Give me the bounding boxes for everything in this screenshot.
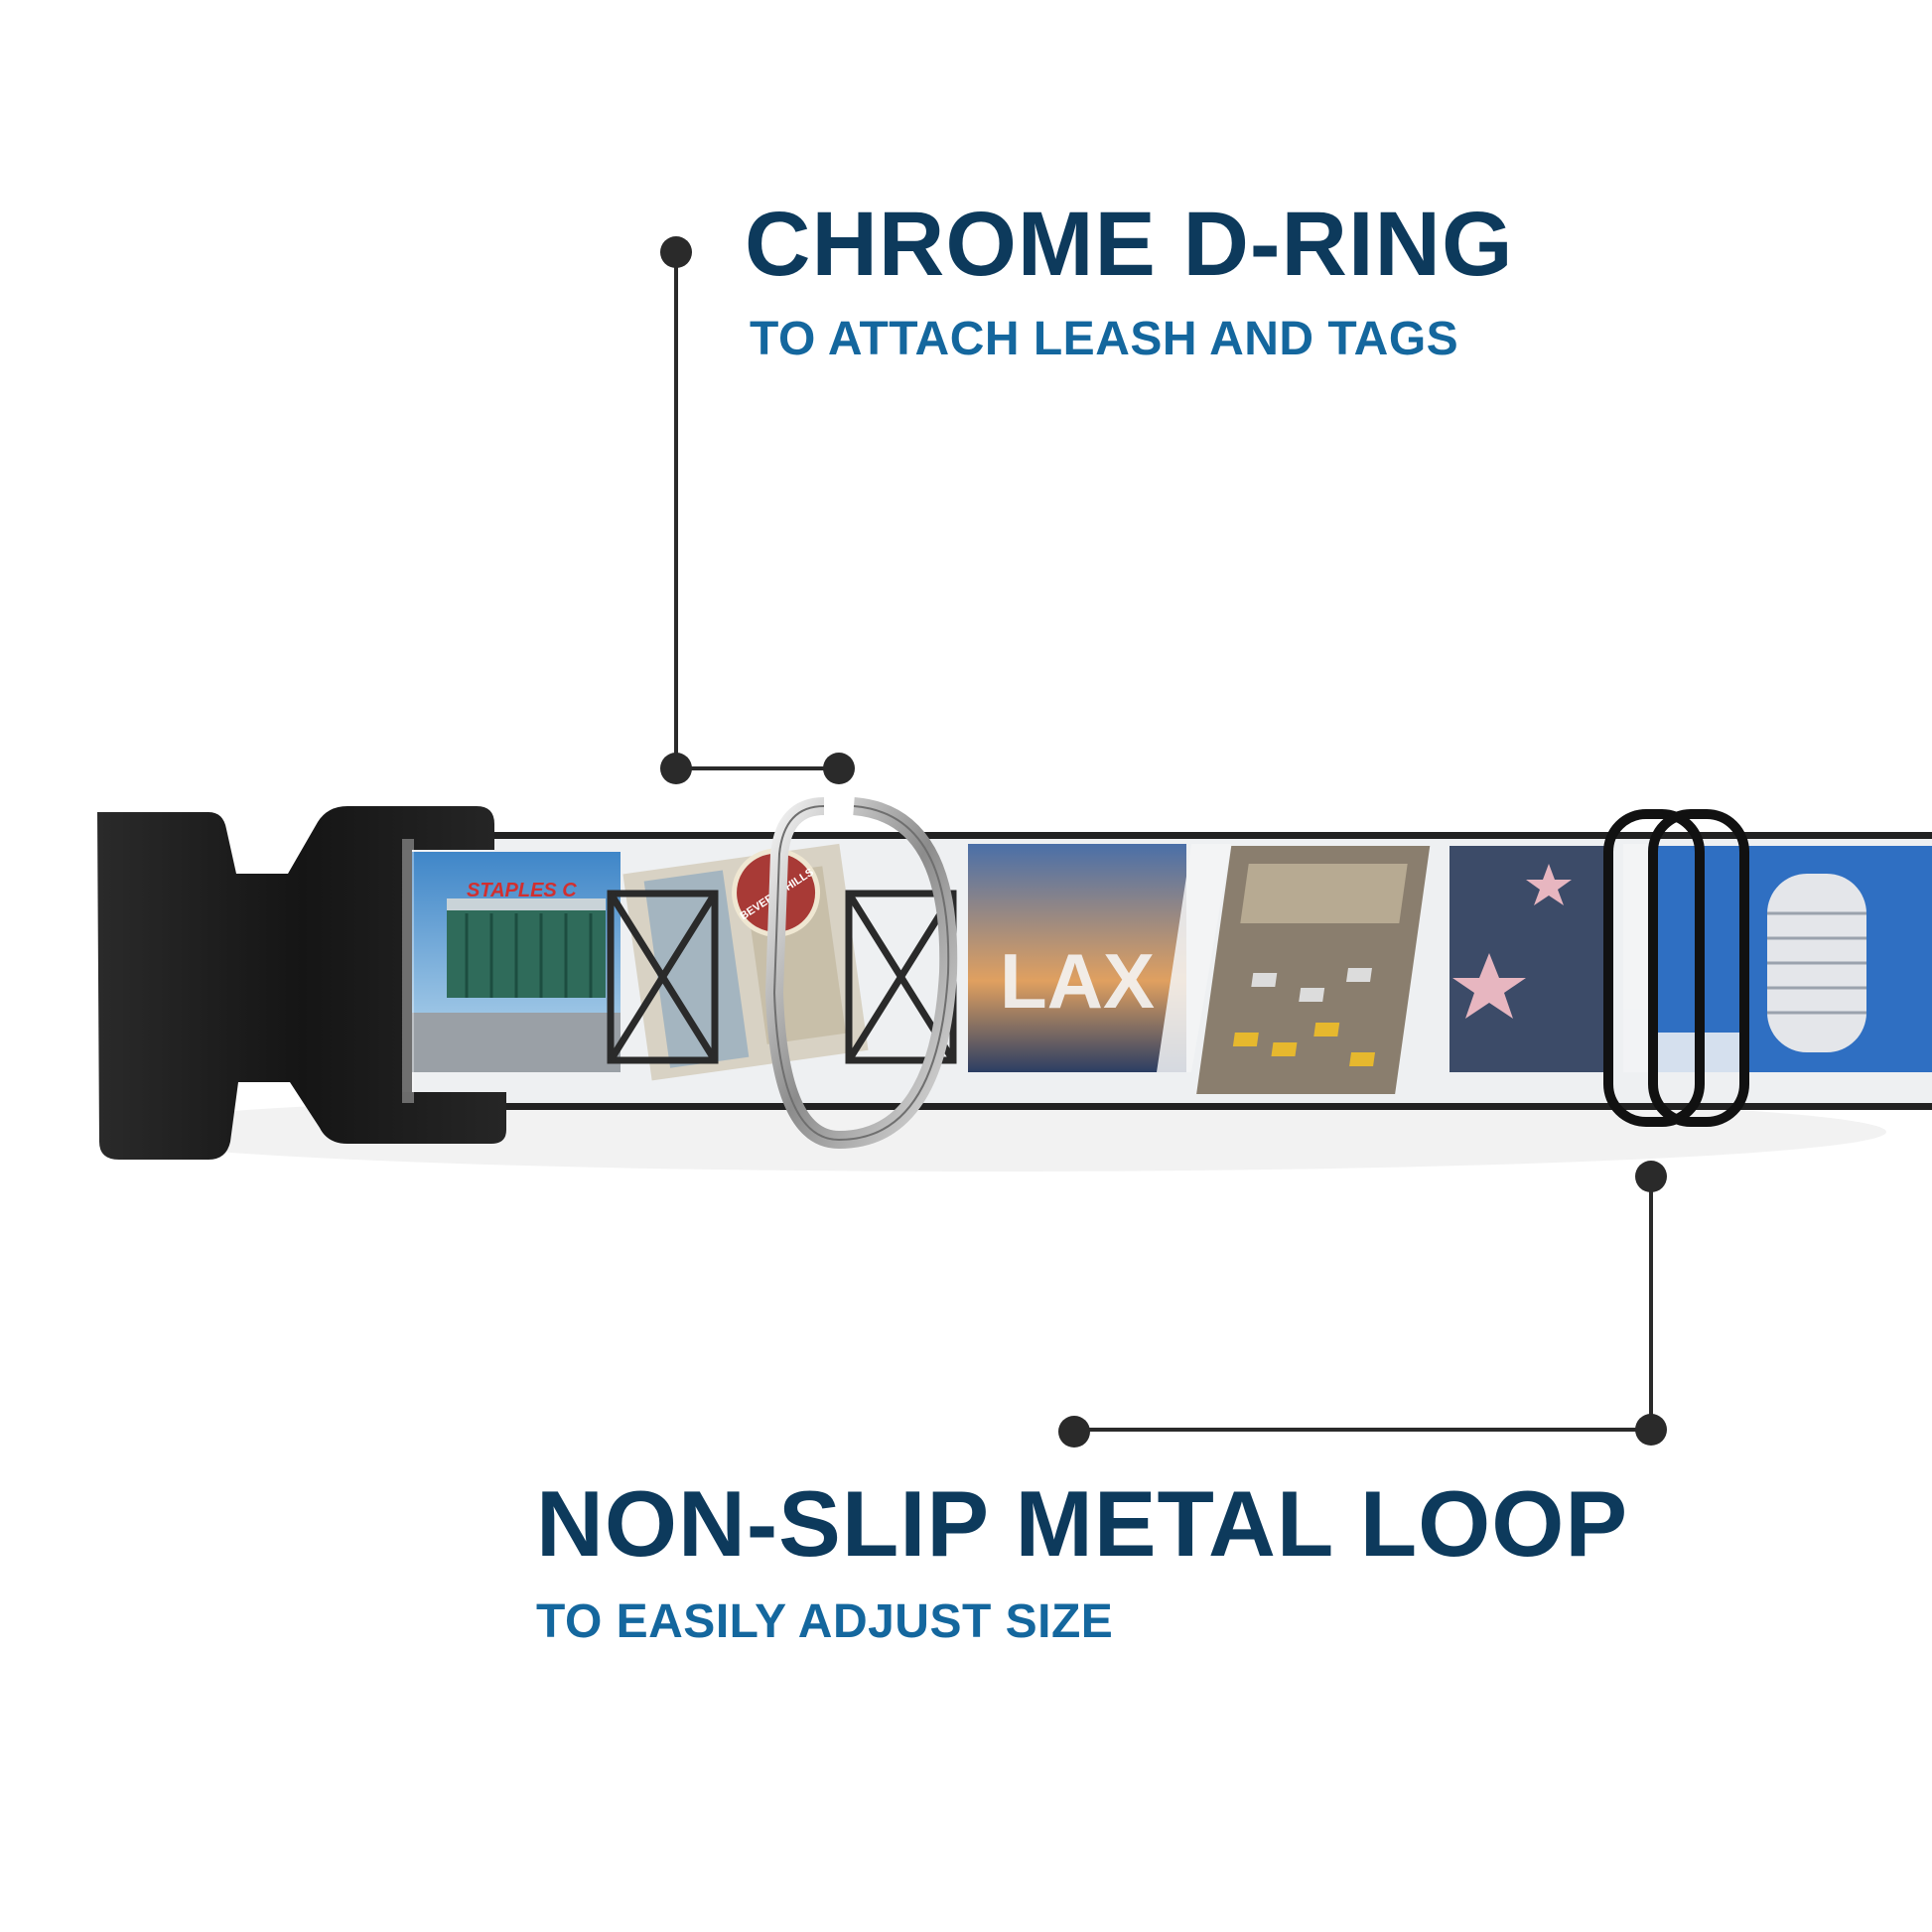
walk-of-fame-panel (1449, 846, 1608, 1072)
loop-callout-title: NON-SLIP METAL LOOP (536, 1471, 1629, 1576)
beverly-hills-panel: BEVERLY HILLS (622, 843, 869, 1081)
non-slip-metal-loop (1603, 809, 1749, 1127)
chrome-d-ring (764, 797, 958, 1150)
lax-panel: LAX (968, 844, 1186, 1072)
d-ring-leader-line (660, 236, 855, 784)
d-ring-callout-subtitle: TO ATTACH LEASH AND TAGS (750, 313, 1459, 365)
side-release-buckle (97, 806, 506, 1160)
staples-center-panel: STAPLES C (412, 852, 621, 1072)
traffic-panel (1196, 846, 1431, 1094)
loop-leader-line (1058, 1161, 1667, 1448)
loop-callout-subtitle: TO EASILY ADJUST SIZE (536, 1595, 1114, 1648)
d-ring-callout-title: CHROME D-RING (745, 194, 1514, 295)
staples-sign-text: STAPLES C (467, 880, 577, 901)
lax-letters: LAX (1000, 937, 1155, 1025)
